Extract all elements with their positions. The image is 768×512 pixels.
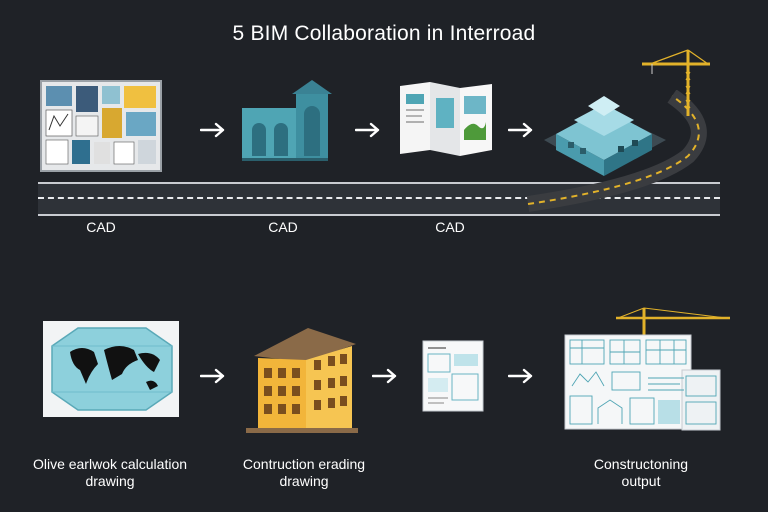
right-arrow-icon — [372, 368, 397, 384]
diagram-title: 5 BIM Collaboration in Interroad — [232, 22, 536, 45]
right-arrow-icon — [508, 368, 533, 384]
row2-label-2-line1: Contruction erading — [242, 456, 366, 472]
row2-label-3: Constructoning output — [566, 456, 716, 490]
yellow-apartment-icon — [246, 328, 358, 433]
row2-label-1-line1: Olive earlwok calculation — [32, 456, 188, 472]
right-arrow-icon — [355, 122, 380, 138]
tower-crane-icon — [616, 307, 730, 338]
row2-label-1-line2: drawing — [85, 473, 135, 489]
row1-label-3: CAD — [435, 219, 465, 235]
world-map-icon — [43, 321, 179, 417]
row2-label-2-line2: drawing — [279, 473, 329, 489]
row1-label-2: CAD — [268, 219, 298, 235]
right-arrow-icon — [200, 122, 225, 138]
row1-label-1: CAD — [86, 219, 116, 235]
row2-label-1: Olive earlwok calculation drawing — [20, 456, 200, 490]
drawing-sheet-icon — [422, 340, 484, 412]
row2-label-3-line1: Constructoning — [593, 456, 689, 472]
row2-label-3-line2: output — [621, 473, 661, 489]
isometric-construction-site-icon — [544, 96, 666, 176]
cad-board-icon — [40, 80, 162, 172]
curved-road-icon — [526, 90, 707, 212]
teal-building-icon — [242, 80, 332, 161]
right-arrow-icon — [508, 122, 533, 138]
folded-brochure-icon — [400, 82, 492, 156]
tower-crane-icon — [642, 49, 710, 116]
blueprint-sheets-icon — [564, 334, 721, 431]
right-arrow-icon — [200, 368, 225, 384]
row2-label-2: Contruction erading drawing — [214, 456, 394, 490]
